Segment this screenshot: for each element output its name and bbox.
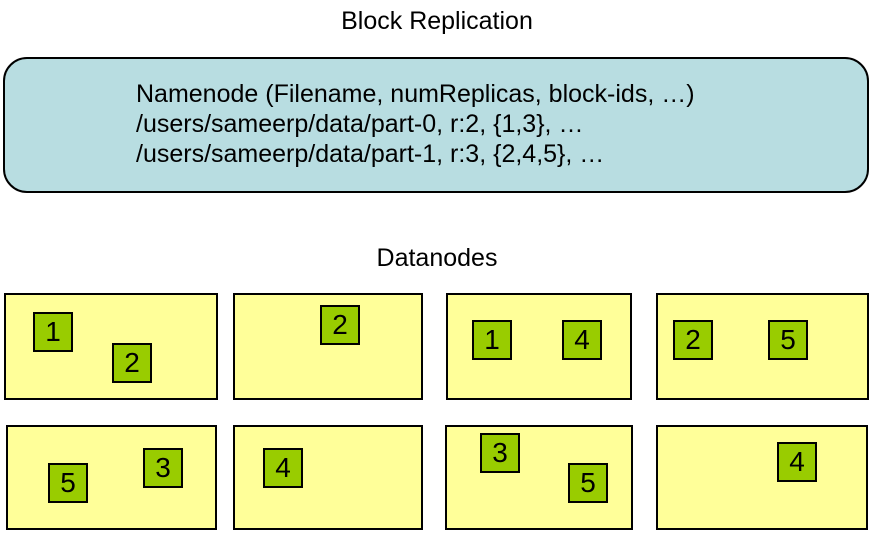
block-square: 2: [112, 343, 152, 383]
block-id: 4: [574, 324, 590, 355]
block-id: 2: [124, 347, 140, 378]
block-id: 5: [780, 324, 796, 355]
block-id: 4: [275, 452, 291, 483]
block-id: 2: [332, 309, 348, 340]
block-square: 4: [777, 442, 817, 482]
namenode-text: Namenode (Filename, numReplicas, block-i…: [136, 79, 695, 169]
block-id: 1: [484, 324, 500, 355]
namenode-file-entry-part0: /users/sameerp/data/part-0, r:2, {1,3}, …: [136, 110, 584, 138]
block-square: 3: [143, 448, 183, 488]
diagram-title: Block Replication: [341, 7, 533, 35]
block-square: 4: [562, 320, 602, 360]
datanode-box-6: 4: [233, 425, 423, 530]
block-square: 5: [48, 463, 88, 503]
datanode-box-3: 1 4: [446, 293, 632, 400]
block-id: 2: [685, 324, 701, 355]
datanode-box-4: 2 5: [656, 293, 869, 400]
namenode-box: Namenode (Filename, numReplicas, block-i…: [3, 57, 869, 193]
block-square: 5: [768, 320, 808, 360]
block-id: 3: [155, 452, 171, 483]
block-square: 3: [480, 433, 520, 473]
block-square: 2: [320, 305, 360, 345]
block-square: 5: [568, 463, 608, 503]
block-square: 2: [673, 320, 713, 360]
block-id: 5: [580, 467, 596, 498]
block-id: 1: [45, 316, 61, 347]
block-id: 4: [789, 446, 805, 477]
block-id: 5: [60, 467, 76, 498]
block-square: 1: [472, 320, 512, 360]
namenode-header-line: Namenode (Filename, numReplicas, block-i…: [136, 80, 695, 108]
datanode-box-5: 5 3: [6, 425, 217, 530]
datanode-box-8: 4: [656, 425, 868, 530]
block-id: 3: [492, 437, 508, 468]
datanode-box-1: 1 2: [4, 293, 218, 400]
datanodes-label: Datanodes: [376, 244, 498, 272]
block-square: 1: [33, 312, 73, 352]
datanode-box-2: 2: [233, 293, 423, 400]
namenode-file-entry-part1: /users/sameerp/data/part-1, r:3, {2,4,5}…: [136, 140, 605, 168]
datanode-box-7: 3 5: [445, 425, 633, 530]
block-square: 4: [263, 448, 303, 488]
